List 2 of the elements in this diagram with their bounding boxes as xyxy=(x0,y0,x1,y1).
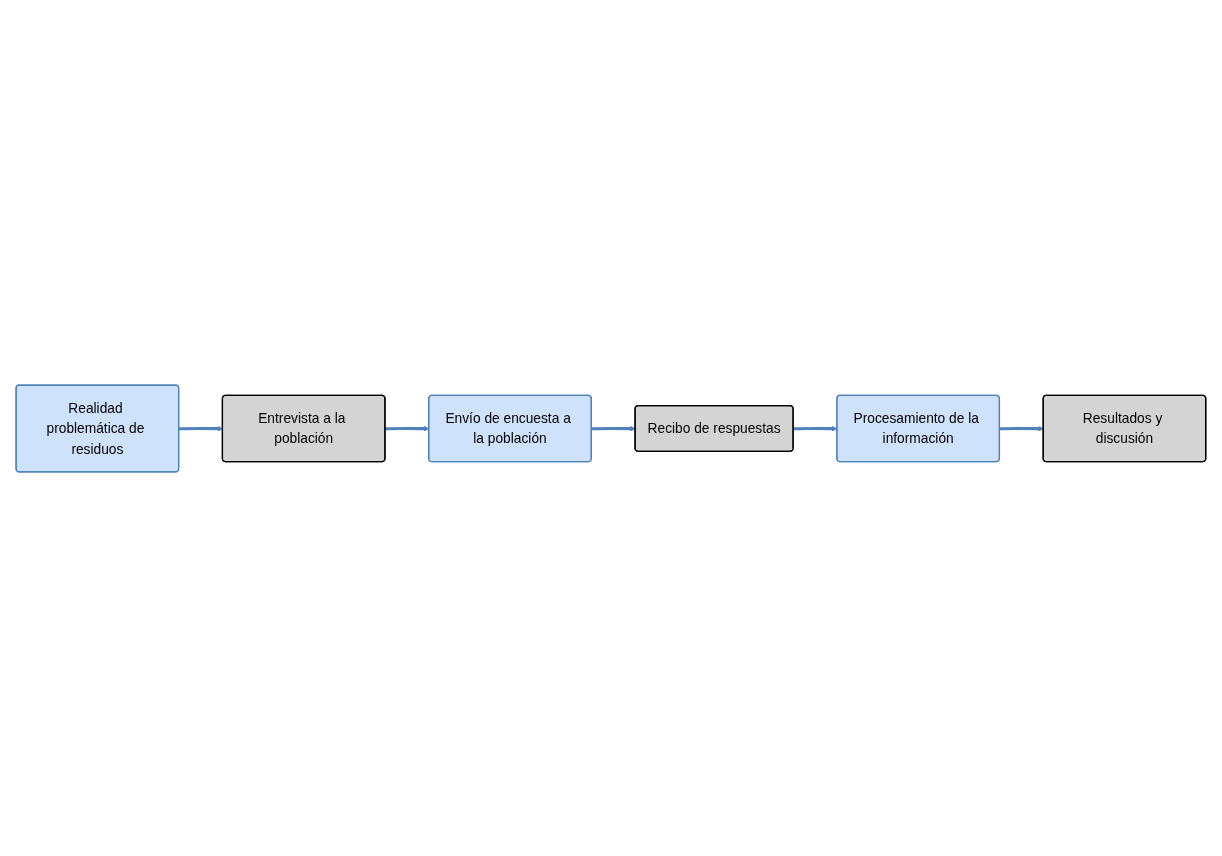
arrow xyxy=(591,425,636,431)
arrow xyxy=(999,425,1044,431)
